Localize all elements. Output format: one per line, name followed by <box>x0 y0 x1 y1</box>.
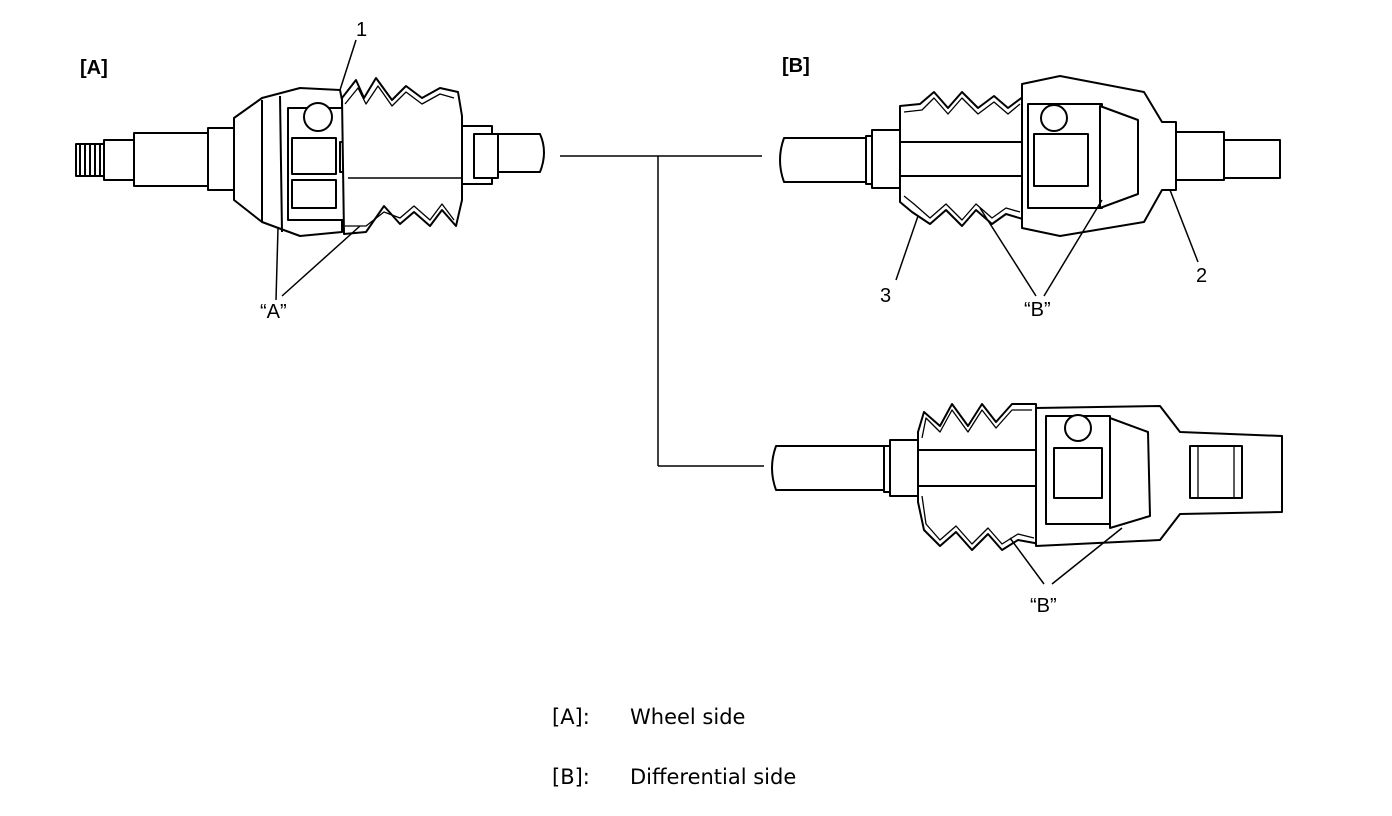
differential-side-assembly-lower <box>771 403 1283 585</box>
legend-value: Wheel side <box>630 705 746 729</box>
callout-a: “A” <box>260 301 287 323</box>
axle-shaft <box>917 449 1049 487</box>
differential-side-assembly-upper <box>779 75 1281 297</box>
legend-key: [A]: <box>552 705 590 729</box>
legend-key: [B]: <box>552 765 590 789</box>
shaft-end <box>779 137 867 183</box>
callout-3: 3 <box>880 285 891 307</box>
connector-lines <box>560 155 764 467</box>
callout-b-upper: “B” <box>1024 299 1051 321</box>
callout-1: 1 <box>356 19 367 41</box>
shaft-end <box>1175 131 1225 181</box>
shaft-end <box>1189 445 1243 499</box>
callout-2: 2 <box>1196 265 1207 287</box>
callout-b-lower: “B” <box>1030 595 1057 617</box>
legend-value: Differential side <box>630 765 797 789</box>
shaft-end <box>771 445 889 491</box>
axle-shaft <box>899 141 1031 177</box>
shaft-end <box>497 133 545 173</box>
section-a-label: [A] <box>80 57 108 79</box>
outer-boot <box>341 77 463 235</box>
section-b-label: [B] <box>782 55 810 77</box>
wheel-side-shaft-assembly <box>75 39 545 301</box>
